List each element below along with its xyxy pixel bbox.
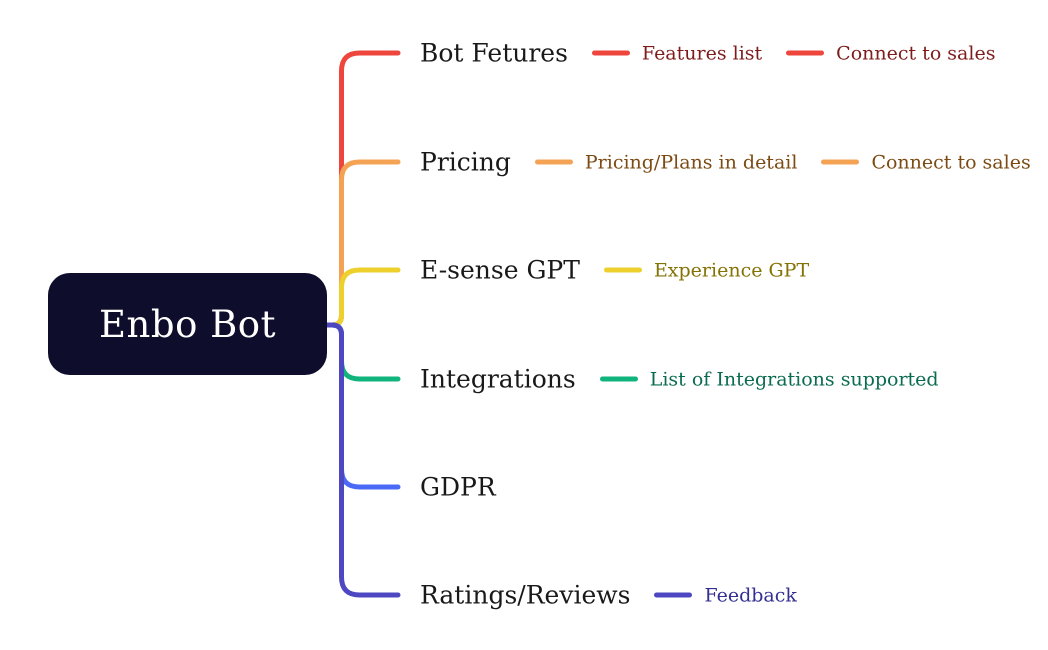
branch-line-gdpr [324, 322, 401, 490]
sub-branch-connector-dash [534, 159, 573, 165]
branch-line-ratings-reviews [324, 322, 401, 598]
sub-branch-label-pricing-plans[interactable]: Pricing/Plans in detail [584, 151, 798, 173]
branch-row-bot-fetures: Bot Fetures Features list Connect to sal… [420, 39, 995, 68]
branch-label-e-sense-gpt[interactable]: E-sense GPT [420, 255, 580, 285]
branch-row-gdpr: GDPR [420, 473, 496, 502]
sub-branch-label-experience-gpt[interactable]: Experience GPT [653, 259, 810, 281]
sub-branch-label-connect-to-sales[interactable]: Connect to sales [871, 151, 1031, 173]
sub-branch-label-integrations-list[interactable]: List of Integrations supported [649, 368, 939, 390]
branch-row-e-sense-gpt: E-sense GPT Experience GPT [420, 256, 809, 285]
sub-branch-connector-dash [599, 376, 638, 382]
branch-label-bot-fetures[interactable]: Bot Fetures [420, 38, 568, 68]
branch-line-integrations [324, 322, 401, 382]
branch-label-pricing[interactable]: Pricing [420, 147, 511, 177]
sub-branch-connector-dash [591, 50, 630, 56]
branch-row-pricing: Pricing Pricing/Plans in detail Connect … [420, 148, 1031, 177]
branch-label-ratings-reviews[interactable]: Ratings/Reviews [420, 580, 631, 610]
branch-line-e-sense-gpt [324, 267, 401, 328]
branch-row-integrations: Integrations List of Integrations suppor… [420, 365, 939, 394]
sub-branch-label-feedback[interactable]: Feedback [704, 584, 797, 606]
branch-line-bot-fetures [324, 50, 401, 328]
root-node[interactable]: Enbo Bot [48, 273, 327, 375]
root-node-label: Enbo Bot [99, 302, 276, 346]
sub-branch-connector-dash [654, 592, 693, 598]
branch-row-ratings-reviews: Ratings/Reviews Feedback [420, 581, 797, 610]
branch-line-pricing [324, 159, 401, 328]
sub-branch-connector-dash [786, 50, 825, 56]
sub-branch-label-features-list[interactable]: Features list [641, 42, 763, 64]
branch-label-integrations[interactable]: Integrations [420, 364, 576, 394]
sub-branch-label-connect-to-sales[interactable]: Connect to sales [836, 42, 996, 64]
sub-branch-connector-dash [603, 267, 642, 273]
sub-branch-connector-dash [821, 159, 860, 165]
branch-label-gdpr[interactable]: GDPR [420, 472, 496, 502]
